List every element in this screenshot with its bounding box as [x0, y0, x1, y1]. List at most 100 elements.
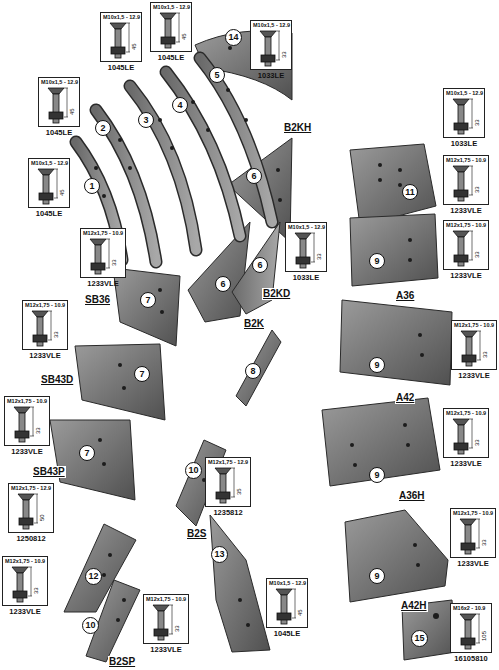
bolt-box: M12x1,75 - 10.933	[4, 396, 50, 446]
bolt-icon	[451, 418, 473, 456]
bolt-length: 33	[474, 119, 480, 126]
bolt-icon	[108, 22, 130, 60]
bolt-code: 1233VLE	[443, 459, 489, 468]
bolt-length: 33	[33, 587, 39, 594]
part-name: B2KH	[283, 122, 312, 134]
callout-text: 10	[85, 621, 95, 630]
bolt-box: M12x1,75 - 12.935	[205, 457, 251, 507]
callout-text: 9	[374, 361, 379, 370]
bolt-callout: M10x1,5 - 12.9 45 1045LE	[266, 578, 308, 638]
callout-number: 6	[246, 168, 262, 184]
callout-text: 2	[100, 124, 105, 133]
bolt-icon	[274, 588, 296, 626]
bolt-spec: M12x1,75 - 10.9	[446, 157, 486, 164]
callout-text: 5	[214, 71, 219, 80]
callout-text: 3	[143, 116, 148, 125]
bolt-box: M12x1,75 - 12.950	[8, 483, 54, 533]
bolt-spec: M10x1,5 - 12.9	[103, 14, 140, 21]
bolt-code: 1233VLE	[443, 271, 489, 280]
bolt-box: M16x2 - 10.9105	[450, 603, 492, 653]
bolt-icon	[30, 310, 52, 348]
callout-text: 4	[177, 101, 182, 110]
bolt-callout: M10x1,5 - 12.9331033LE	[250, 20, 292, 80]
bolt-icon	[451, 230, 473, 268]
bolt-icon	[451, 165, 473, 203]
callout-number: 3	[138, 112, 154, 128]
bolt-icon	[158, 12, 180, 50]
bolt-icon	[293, 232, 315, 270]
callout-text: 1	[89, 182, 94, 191]
bolt-spec: M10x1,5 - 12.9	[446, 90, 483, 97]
callout-text: 15	[414, 634, 424, 643]
bolt-length: 45	[181, 33, 187, 40]
callout-number: 7	[79, 445, 95, 461]
bolt-length: 33	[474, 439, 480, 446]
bolt-length: 45	[297, 609, 303, 616]
bolt-icon	[151, 604, 173, 642]
bolt-spec: M10x1,5 - 12.9	[31, 160, 68, 167]
bolt-code: 1233VLE	[2, 607, 48, 616]
bolt-code: 1045LE	[266, 629, 308, 638]
callout-text: 7	[145, 296, 150, 305]
callout-number: 4	[172, 97, 188, 113]
bolt-spec: M12x1,75 - 10.9	[25, 302, 65, 309]
part-name: A36H	[398, 490, 426, 502]
bolt-icon	[12, 406, 34, 444]
bolt-code: 1233VLE	[4, 447, 50, 456]
part-name: A42	[395, 392, 415, 404]
bolt-callout: M12x1,75 - 10.9331233VLE	[80, 228, 126, 288]
bolt-icon	[458, 518, 480, 556]
callout-number: 7	[140, 292, 156, 308]
bolt-length: 50	[39, 514, 45, 521]
bolt-length: 33	[316, 253, 322, 260]
part-name: SB43D	[40, 374, 74, 386]
callout-text: 7	[139, 370, 144, 379]
callout-text: 7	[84, 449, 89, 458]
bolt-length: 33	[281, 51, 287, 58]
bolt-icon	[451, 98, 473, 136]
bolt-spec: M12x1,75 - 10.9	[83, 230, 123, 237]
bolt-spec: M10x1,5 - 12.9	[269, 580, 306, 587]
part-name: B2K	[243, 318, 265, 330]
bolt-spec: M10x1,5 - 12.9	[288, 224, 325, 231]
callout-number: 9	[369, 357, 385, 373]
callout-number: 12	[85, 568, 102, 585]
bolt-code: 1233VLE	[450, 559, 496, 568]
callout-text: 9	[374, 471, 379, 480]
callout-text: 11	[405, 188, 415, 197]
callout-text: 6	[220, 280, 225, 289]
callout-text: 8	[250, 367, 255, 376]
bolt-spec: M10x1,5 - 12.9	[253, 22, 290, 29]
callout-text: 9	[374, 257, 379, 266]
callout-number: 2	[95, 120, 111, 136]
bolt-callout: M10x1,5 - 12.9451045LE	[38, 77, 80, 137]
bolt-length: 33	[474, 186, 480, 193]
bolt-length: 33	[474, 251, 480, 258]
bolt-code: 1033LE	[285, 273, 327, 282]
bolt-callout: M10x1,5 - 12.9451045LE	[28, 158, 70, 218]
bolt-box: M12x1,75 - 10.933	[443, 220, 489, 270]
callout-number: 9	[369, 467, 385, 483]
bolt-callout: M12x1,75 - 10.9331233VLE	[143, 594, 189, 654]
bolt-box: M12x1,75 - 10.933	[143, 594, 189, 644]
bolt-code: 1233VLE	[80, 279, 126, 288]
part-name: B2KD	[262, 288, 291, 300]
bolt-length: 33	[53, 331, 59, 338]
bolt-code: 1233VLE	[143, 645, 189, 654]
callout-text: 13	[214, 550, 224, 559]
callout-number: 10	[185, 462, 202, 479]
bolt-icon	[213, 467, 235, 505]
bolt-code: 1045LE	[150, 53, 192, 62]
bolt-box: M10x1,5 - 12.945	[100, 12, 142, 62]
bolt-icon	[258, 30, 280, 68]
bolt-length: 35	[236, 488, 242, 495]
callout-number: 15	[411, 630, 428, 647]
bolt-spec: M10x1,5 - 12.9	[41, 79, 78, 86]
bolt-code: 1045LE	[100, 63, 142, 72]
part-name: A36	[395, 290, 415, 302]
bolt-box: M10x1,5 - 12.9 33	[250, 20, 292, 70]
bolt-callout: M12x1,75 - 10.9331233VLE	[443, 155, 489, 215]
callout-text: 10	[188, 466, 198, 475]
bolt-box: M10x1,5 - 12.945	[150, 2, 192, 52]
bolt-spec: M12x1,75 - 10.9	[5, 558, 45, 565]
